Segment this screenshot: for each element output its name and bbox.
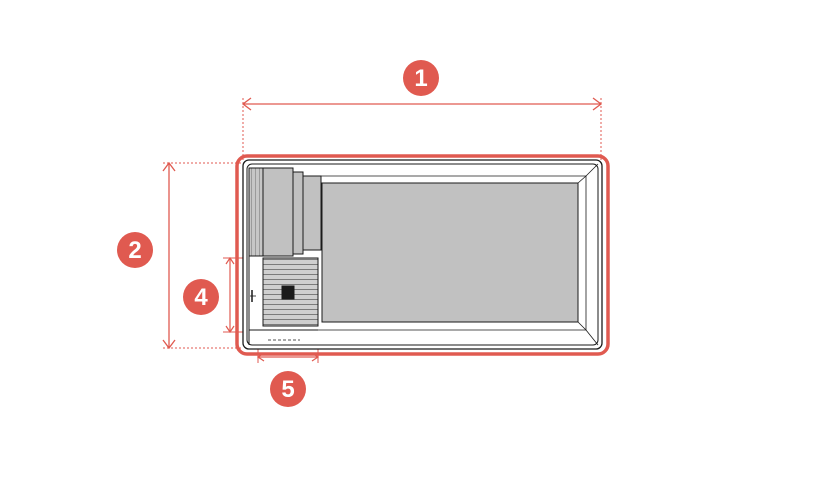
badge-label-4: 4: [194, 284, 208, 311]
bench-seat: [248, 167, 322, 257]
skimmer-icon: [281, 285, 295, 300]
badge-dimension-1: 1: [403, 60, 439, 96]
badge-label-1: 1: [414, 65, 427, 92]
badge-dimension-4: 4: [183, 279, 219, 315]
badge-label-2: 2: [128, 237, 141, 264]
badge-dimension-5: 5: [270, 371, 306, 407]
badge-dimension-2: 2: [117, 232, 153, 268]
pool-floor: [318, 163, 599, 346]
pool-highlight-outline: [235, 154, 610, 356]
badge-label-5: 5: [281, 376, 294, 403]
dimension-line-length: [241, 97, 603, 160]
entry-stairs: [248, 256, 319, 345]
dimension-line-width: [162, 161, 243, 350]
